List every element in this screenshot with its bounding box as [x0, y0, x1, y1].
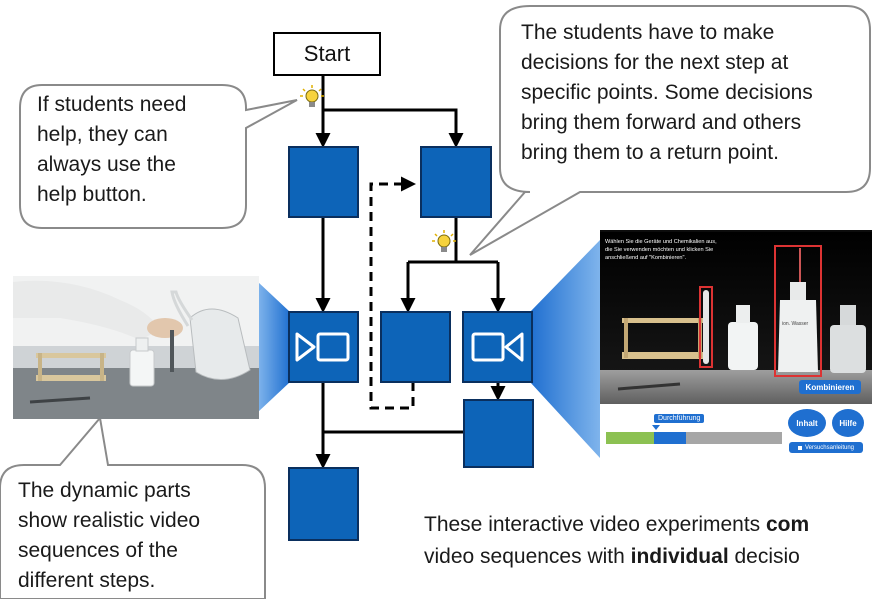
decision-speech-bubble: [469, 5, 871, 256]
video-bubble-line: show realistic video: [18, 509, 201, 532]
document-icon: [797, 445, 802, 450]
step-box-after-video: [463, 399, 534, 468]
app-screenshot: [600, 230, 872, 460]
video-bubble-line: The dynamic parts: [18, 479, 191, 502]
progress-step-label: Durchführung: [654, 414, 705, 423]
decision-bubble-line: bring them forward and others: [521, 111, 802, 134]
bottle-label: ion. Wasser: [782, 321, 809, 327]
video-bubble-text: The dynamic parts show realistic video s…: [18, 476, 200, 596]
flow-steps: [288, 146, 534, 541]
decision-bubble-line: The students have to make: [521, 21, 775, 44]
left-projection-beam: [258, 282, 290, 412]
footer-line-2-text: video sequences with: [424, 545, 631, 568]
manual-button[interactable]: Versuchsanleitung: [789, 442, 863, 453]
decision-bubble-line: bring them to a return point.: [521, 141, 779, 164]
decision-bubble-line: specific points. Some decisions: [521, 81, 813, 104]
combine-button[interactable]: Kombinieren: [799, 380, 861, 394]
help-bubble-line: If students need: [37, 93, 187, 116]
video-speech-bubble: [0, 415, 266, 599]
video-bubble-line: different steps.: [18, 569, 156, 592]
help-bubble-line: always use the: [37, 153, 176, 176]
app-instruction-line: anschließend auf "Kombinieren".: [605, 255, 687, 261]
app-instruction-text: Wählen Sie die Geräte und Chemikalien au…: [605, 238, 717, 262]
video-still-photo: [13, 276, 259, 419]
help-bubble-line: help button.: [37, 183, 147, 206]
app-instruction-line: die Sie verwenden möchten und klicken Si…: [605, 247, 714, 253]
return-path-dashed: [369, 176, 416, 410]
decision-bubble-text: The students have to make decisions for …: [521, 18, 813, 168]
footer-line-1: These interactive video experiments com: [424, 509, 809, 541]
app-instruction-line: Wählen Sie die Geräte und Chemikalien au…: [605, 239, 717, 245]
start-label: Start: [303, 41, 351, 66]
help-bubble-line: help, they can: [37, 123, 168, 146]
step-box-return: [380, 311, 451, 383]
content-button[interactable]: Inhalt: [788, 409, 826, 437]
manual-button-label: Versuchsanleitung: [804, 444, 855, 451]
step-box-1: [288, 146, 359, 218]
decision-bubble-line: decisions for the next step at: [521, 51, 789, 74]
footer-line-2-bold: individual: [630, 545, 729, 568]
lightbulb-icon: [300, 85, 324, 107]
footer-line-2-tail: decisio: [728, 545, 800, 568]
step-box-final: [288, 467, 359, 541]
help-bubble-text: If students need help, they can always u…: [37, 90, 186, 210]
right-projection-beam: [530, 240, 600, 458]
video-play-icon: [295, 332, 350, 362]
lightbulb-icon: [432, 230, 456, 252]
footer-line-1-text: These interactive video experiments: [424, 513, 766, 536]
step-box-2: [420, 146, 492, 218]
footer-caption: These interactive video experiments com …: [424, 509, 809, 573]
video-camera-icon: [471, 332, 524, 362]
flow-connectors: [315, 75, 506, 469]
start-box: [273, 32, 381, 76]
help-button[interactable]: Hilfe: [832, 409, 864, 437]
video-bubble-line: sequences of the: [18, 539, 178, 562]
footer-line-2: video sequences with individual decisio: [424, 541, 809, 573]
help-speech-bubble: [19, 84, 298, 229]
footer-line-1-bold: com: [766, 513, 810, 536]
